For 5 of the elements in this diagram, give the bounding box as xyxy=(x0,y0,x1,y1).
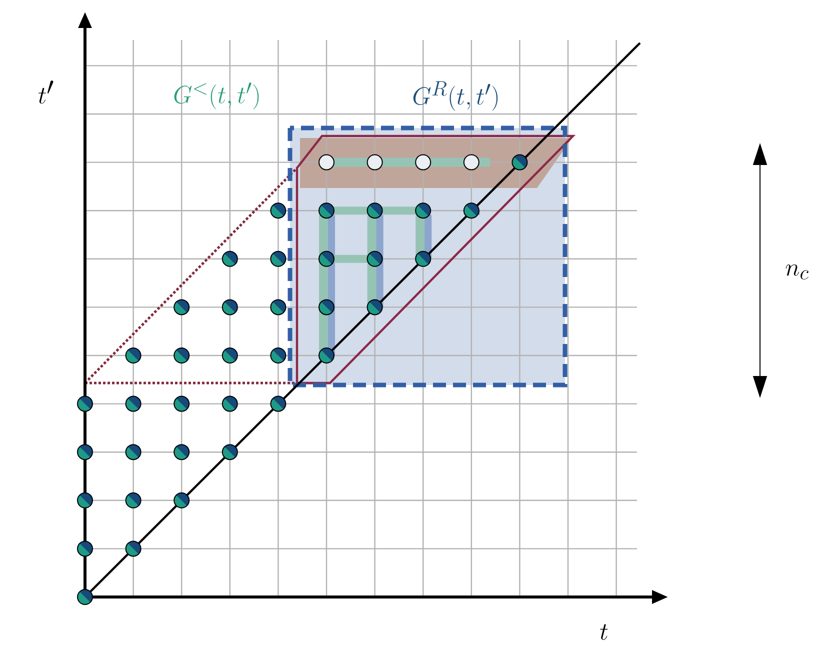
function-label: $G^R(t,t')$ xyxy=(413,81,498,111)
function-label: $G^<(t,t')$ xyxy=(174,82,259,110)
dimension-label: $n_c$ xyxy=(786,264,808,280)
axis-label: $t'$ xyxy=(38,80,54,104)
axis-label: $t$ xyxy=(600,624,608,640)
